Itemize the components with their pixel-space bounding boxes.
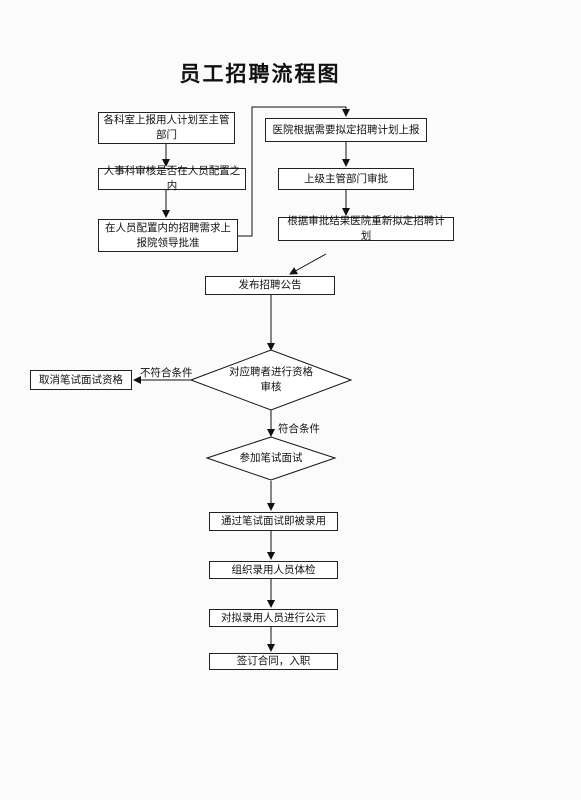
node-cancel-exam: 取消笔试面试资格 — [30, 370, 132, 390]
node-leader-approval: 在人员配置内的招聘需求上报院领导批准 — [98, 219, 238, 252]
node-text: 各科室上报用人计划至主管部门 — [103, 114, 230, 141]
node-text: 取消笔试面试资格 — [39, 373, 123, 386]
decision-qualification-review: 对应聘者进行资格审核 — [225, 364, 317, 396]
label-not-qualified: 不符合条件 — [140, 367, 193, 379]
node-text: 组织录用人员体检 — [231, 563, 316, 576]
arrow-n3-n4 — [238, 106, 350, 237]
label-qualified: 符合条件 — [278, 423, 320, 435]
decision-written-interview: 参加笔试面试 — [225, 450, 317, 466]
decision-diamond-1 — [189, 349, 353, 411]
decision-text: 对应聘者进行资格审核 — [229, 366, 313, 393]
node-hr-review: 人事科审核是否在人员配置之内 — [98, 165, 246, 192]
node-text: 对拟录用人员进行公示 — [221, 611, 326, 624]
node-superior-approval: 上级主管部门审批 — [278, 168, 414, 190]
node-text: 通过笔试面试即被录用 — [221, 515, 326, 527]
arrow-n6-n7 — [289, 253, 327, 275]
node-text: 上级主管部门审批 — [304, 172, 388, 185]
node-pass-hired: 通过笔试面试即被录用 — [209, 512, 338, 531]
node-text: 根据审批结果医院重新拟定招聘计划 — [287, 215, 445, 242]
node-hospital-plan: 医院根据需要拟定招聘计划上报 — [265, 118, 427, 142]
node-publish-notice: 发布招聘公告 — [205, 276, 335, 295]
node-publicity: 对拟录用人员进行公示 — [209, 609, 338, 627]
node-text: 发布招聘公告 — [238, 279, 302, 291]
node-text: 医院根据需要拟定招聘计划上报 — [272, 123, 420, 136]
node-departments-report: 各科室上报用人计划至主管部门 — [98, 112, 235, 144]
node-replan: 根据审批结果医院重新拟定招聘计划 — [278, 215, 454, 242]
node-sign-contract: 签订合同，入职 — [209, 653, 338, 670]
node-text: 签订合同，入职 — [236, 655, 311, 667]
node-medical-exam: 组织录用人员体检 — [209, 561, 338, 579]
node-text: 人事科审核是否在人员配置之内 — [103, 165, 241, 192]
decision-text: 参加笔试面试 — [239, 451, 303, 464]
page-title: 员工招聘流程图 — [179, 61, 341, 86]
node-text: 在人员配置内的招聘需求上报院领导批准 — [105, 221, 231, 249]
decision-diamond-2 — [205, 436, 337, 481]
